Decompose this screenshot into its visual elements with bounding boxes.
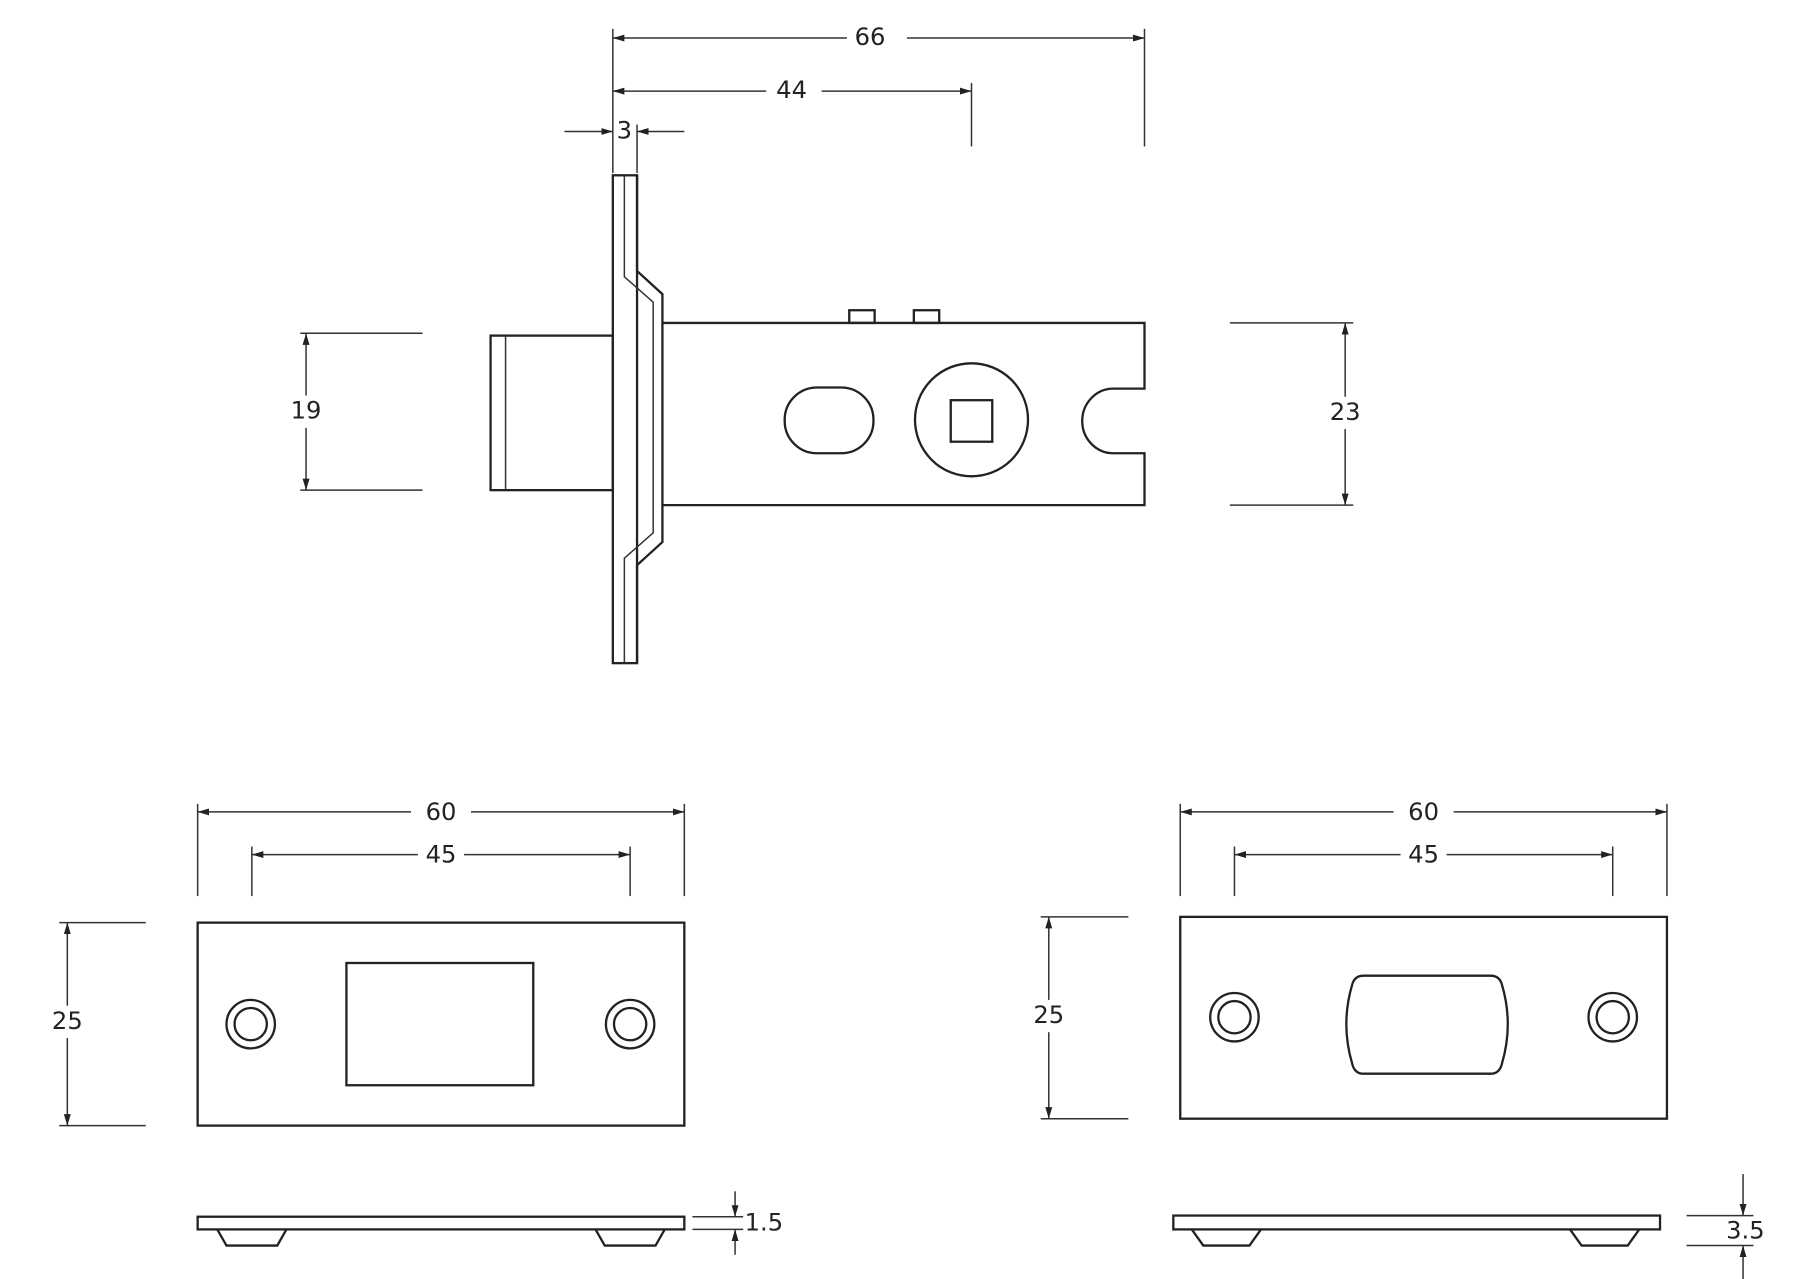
dimension-backset: 44 <box>612 76 973 147</box>
strike-plate-side <box>196 1215 686 1231</box>
latch-side-view: 66 44 3 <box>286 23 1365 665</box>
dimension-label-45: 45 <box>426 841 457 869</box>
forend-plate-side <box>1172 1214 1662 1231</box>
latch-slot <box>783 386 875 455</box>
dimension-label-25: 25 <box>1033 1001 1064 1029</box>
body-tab <box>912 309 941 325</box>
forend-plate-view: 60 45 25 3.5 <box>1029 796 1765 1279</box>
screw-hole <box>225 998 277 1050</box>
dimension-label-60: 60 <box>1408 798 1439 826</box>
dimension-bolt-height: 19 <box>286 332 423 491</box>
body-tab <box>848 309 876 325</box>
dimension-label-45: 45 <box>1408 841 1439 869</box>
dimension-label-66: 66 <box>855 23 886 51</box>
dimension-faceplate-thickness: 3 <box>564 116 685 173</box>
strike-plate-view: 60 45 25 1.5 <box>47 796 784 1255</box>
strike-opening <box>345 961 535 1087</box>
dimension-overall-length: 66 <box>612 23 1146 173</box>
follower-hub <box>913 362 1030 478</box>
dimension-label-3-5: 3.5 <box>1726 1217 1765 1245</box>
screw-hole <box>604 998 656 1050</box>
dimension-label-23: 23 <box>1330 398 1361 426</box>
dimension-label-25: 25 <box>52 1007 83 1035</box>
spindle-square <box>949 399 994 443</box>
bolt-opening <box>1345 974 1509 1075</box>
strike-plate <box>196 921 686 1127</box>
dimension-label-60: 60 <box>426 798 457 826</box>
dimension-body-height: 23 <box>1229 322 1365 506</box>
screw-hole <box>1587 991 1639 1043</box>
dimension-label-19: 19 <box>291 397 322 425</box>
latch-body <box>662 321 1146 507</box>
dimension-label-3: 3 <box>617 116 632 144</box>
dimension-label-44: 44 <box>776 76 807 104</box>
dimension-label-1-5: 1.5 <box>745 1209 784 1237</box>
latch-bolt <box>489 334 614 492</box>
screw-hole <box>1209 991 1260 1043</box>
forend-plate <box>1179 915 1669 1120</box>
